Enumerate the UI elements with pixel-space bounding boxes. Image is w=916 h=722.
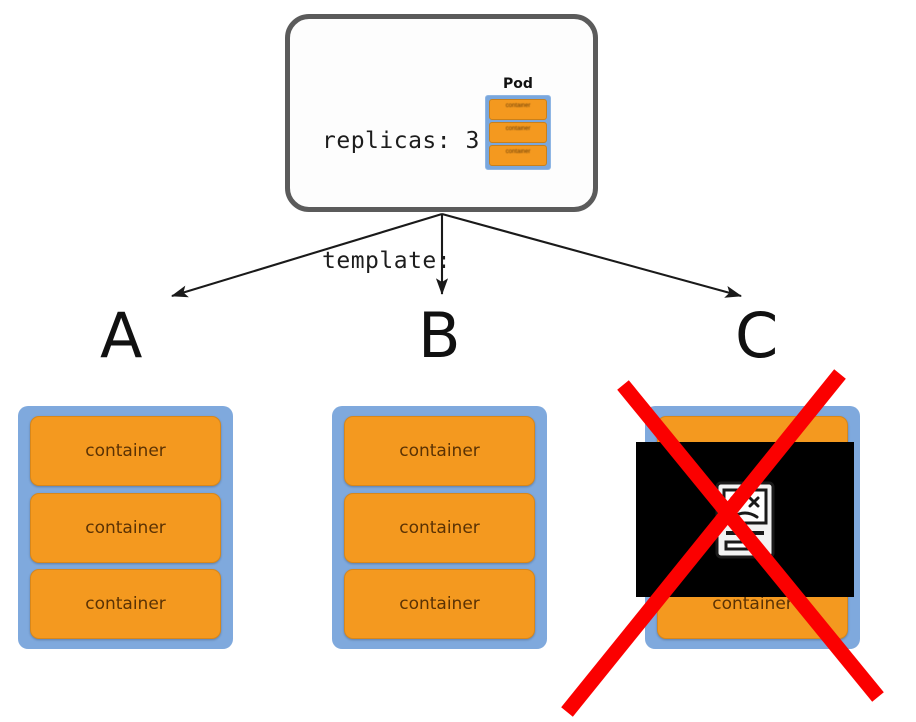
deployment-spec-card: replicas: 3 template: Pod container cont… (285, 14, 598, 274)
pod-a: container container container (18, 406, 233, 649)
spec-line-template: template: (322, 248, 452, 274)
container-label: container (85, 441, 166, 461)
template-pod-box: container container container (485, 95, 551, 170)
container-box: container (30, 492, 221, 563)
template-container: container (489, 122, 547, 143)
group-label-c: C (735, 299, 779, 372)
container-box: container (344, 416, 535, 486)
crash-screen-overlay (636, 442, 854, 597)
arrow-to-pod-c (441, 212, 743, 298)
container-label: container (85, 517, 166, 538)
container-label: container (399, 517, 480, 538)
spec-line-replicas: replicas: 3 (322, 128, 480, 154)
pod-b: container container container (332, 406, 547, 649)
template-pod-thumbnail: Pod container container container (470, 76, 566, 170)
sad-mac-icon (715, 481, 775, 558)
group-label-a: A (100, 299, 143, 372)
template-container-label: container (505, 103, 531, 109)
container-label: container (85, 594, 166, 614)
container-label: container (712, 594, 793, 614)
template-container-label: container (505, 126, 531, 132)
container-label: container (399, 594, 480, 614)
container-box: container (30, 416, 221, 486)
container-label: container (399, 441, 480, 461)
template-container: container (489, 145, 547, 166)
template-pod-title: Pod (503, 76, 533, 92)
template-container-label: container (505, 149, 531, 155)
container-box: container (344, 569, 535, 639)
group-label-b: B (418, 299, 461, 372)
template-container: container (489, 99, 547, 120)
container-box: container (30, 569, 221, 639)
container-box: container (344, 492, 535, 563)
